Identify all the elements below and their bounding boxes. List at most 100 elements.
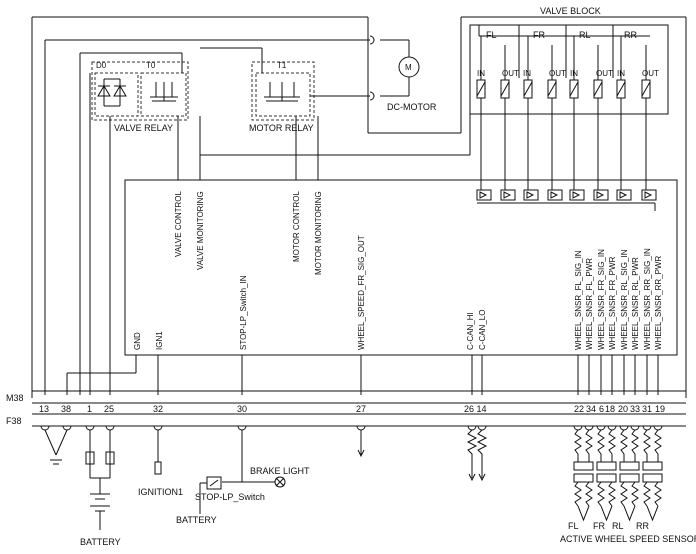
brake-light-icon — [274, 476, 286, 488]
pin-38: 38 — [61, 404, 71, 414]
terminal-icon — [467, 425, 477, 431]
signal-can-lo: C-CAN_LO — [478, 310, 487, 350]
driver-transistor-icon — [500, 189, 516, 201]
motor-symbol: M — [405, 63, 412, 72]
terminal-icon — [642, 425, 652, 431]
motor-relay: T1 MOTOR RELAY — [249, 61, 315, 133]
outer-frame — [31, 16, 687, 398]
terminal-icon — [607, 425, 617, 431]
valve-relay: D0 T0 VALVE RELAY — [91, 61, 189, 133]
ecu-to-connector-wires — [44, 355, 659, 395]
valve-relay-d0: D0 — [96, 61, 107, 70]
ignition: IGNITION1 — [138, 430, 183, 497]
connector-m38-label: M38 — [6, 393, 24, 403]
signal-wheel-sensor: WHEEL_SNSR_RL_SIG_IN — [620, 249, 629, 350]
pin-33: 33 — [630, 404, 640, 414]
terminal-icon — [62, 425, 72, 431]
signal-wheel-sensor: WHEEL_SNSR_FR_PWR — [608, 256, 617, 350]
terminal-icon — [85, 425, 95, 431]
connector-f38-label: F38 — [6, 416, 22, 426]
terminal-icon — [153, 425, 163, 431]
dc-motor: M DC-MOTOR — [369, 35, 437, 112]
valve-fr-in: IN — [523, 69, 531, 78]
pin-18: 18 — [605, 404, 615, 414]
wheel-pos-fr: FR — [593, 521, 605, 531]
signal-motor-control: MOTOR CONTROL — [292, 190, 301, 262]
pin-can: 26 14 — [464, 404, 487, 414]
driver-transistor-icon — [641, 189, 657, 201]
terminal-icon — [105, 425, 115, 431]
signal-stop-lp: STOP-LP_Switch_IN — [239, 275, 248, 350]
battery-label: BATTERY — [80, 537, 121, 547]
terminal-icon — [619, 425, 629, 431]
terminal-icon — [356, 425, 366, 431]
valve-relay-label: VALVE RELAY — [114, 123, 173, 133]
connector-f38: F38 — [6, 413, 686, 427]
signal-wheel-sensor: WHEEL_SNSR_FL_SIG_IN — [574, 250, 583, 350]
wheel-pos-rl: RL — [612, 521, 624, 531]
terminal-icon — [596, 425, 606, 431]
sensor-lower — [573, 429, 663, 522]
signal-wheel-speed-fr-out: WHEEL_SPEED_FR_SIG_OUT — [357, 235, 366, 350]
signal-valve-monitoring: VALVE MONITORING — [196, 191, 205, 270]
valve-wheel-rr: RR — [624, 30, 637, 40]
pin-27: 27 — [356, 404, 366, 414]
wheel-pos-fl: FL — [568, 521, 579, 531]
ecu-box: GND IGN1 VALVE CONTROL VALVE MONITORING … — [124, 179, 678, 356]
signal-valve-control: VALVE CONTROL — [174, 191, 183, 257]
signal-motor-monitoring: MOTOR MONITORING — [314, 191, 323, 275]
pin-labels: 13 38 1 25 32 30 27 26 14 22 34 6 18 20 … — [39, 404, 665, 414]
motor-relay-label: MOTOR RELAY — [249, 123, 314, 133]
pin-19: 19 — [655, 404, 665, 414]
pin-13: 13 — [39, 404, 49, 414]
terminal-icon — [237, 425, 247, 431]
valve-wheel-fl: FL — [486, 30, 497, 40]
valve-fr-out: OUT — [549, 69, 566, 78]
pin-22: 22 — [574, 404, 584, 414]
valve-relay-t0: T0 — [146, 61, 156, 70]
driver-transistor-icon — [593, 189, 609, 201]
signal-wheel-sensor: WHEEL_SNSR_RL_PWR — [631, 257, 640, 350]
driver-transistor-icon — [569, 189, 585, 201]
pin-20: 20 — [618, 404, 628, 414]
pin-30: 30 — [237, 404, 247, 414]
signal-wheel-sensor: WHEEL_SNSR_RR_PWR — [654, 256, 663, 350]
sensor-plug-icon — [596, 461, 617, 471]
pin-6: 6 — [599, 404, 604, 414]
pin-31: 31 — [642, 404, 652, 414]
valve-block: VALVE BLOCK FL FR RL RR IN OUT IN OUT IN… — [469, 6, 669, 115]
signal-wheel-sensor: WHEEL_SNSR_FL_PWR — [585, 258, 594, 350]
sensor-plug-icon — [642, 461, 663, 471]
valve-coils — [476, 36, 651, 190]
terminal-icon — [653, 425, 663, 431]
signal-gnd: GND — [133, 332, 142, 350]
pin-34: 34 — [586, 404, 596, 414]
battery2-label: BATTERY — [176, 515, 217, 525]
wheel-pos-rr: RR — [636, 521, 649, 531]
wheel-sensor-label: ACTIVE WHEEL SPEED SENSOR — [560, 534, 696, 544]
wheel-speed-out-wire — [357, 430, 365, 458]
terminal-icon — [573, 425, 583, 431]
valve-drivers — [476, 189, 657, 211]
connector-terminals — [40, 425, 663, 431]
signal-ign1: IGN1 — [155, 331, 164, 350]
pin-32: 32 — [153, 404, 163, 414]
valve-block-title: VALVE BLOCK — [540, 6, 601, 16]
driver-transistor-icon — [476, 189, 492, 201]
ignition-fuse-icon — [154, 461, 162, 475]
motor-relay-t1: T1 — [277, 61, 287, 70]
wheel-sensor-harness: FL FR RL RR ACTIVE WHEEL SPEED SENSOR — [560, 429, 696, 544]
brake-light-label: BRAKE LIGHT — [250, 466, 310, 476]
valve-rr-out: OUT — [642, 69, 659, 78]
pin-25: 25 — [104, 404, 114, 414]
terminal-icon — [584, 425, 594, 431]
signal-wheel-sensor: WHEEL_SNSR_FR_SIG_IN — [597, 249, 606, 350]
driver-transistor-icon — [616, 189, 632, 201]
valve-wheel-rl: RL — [579, 30, 591, 40]
connector-m38: M38 — [6, 390, 686, 404]
signal-can-hi: C-CAN_HI — [466, 312, 475, 350]
top-wiring — [44, 39, 471, 395]
driver-transistor-icon — [523, 189, 539, 201]
